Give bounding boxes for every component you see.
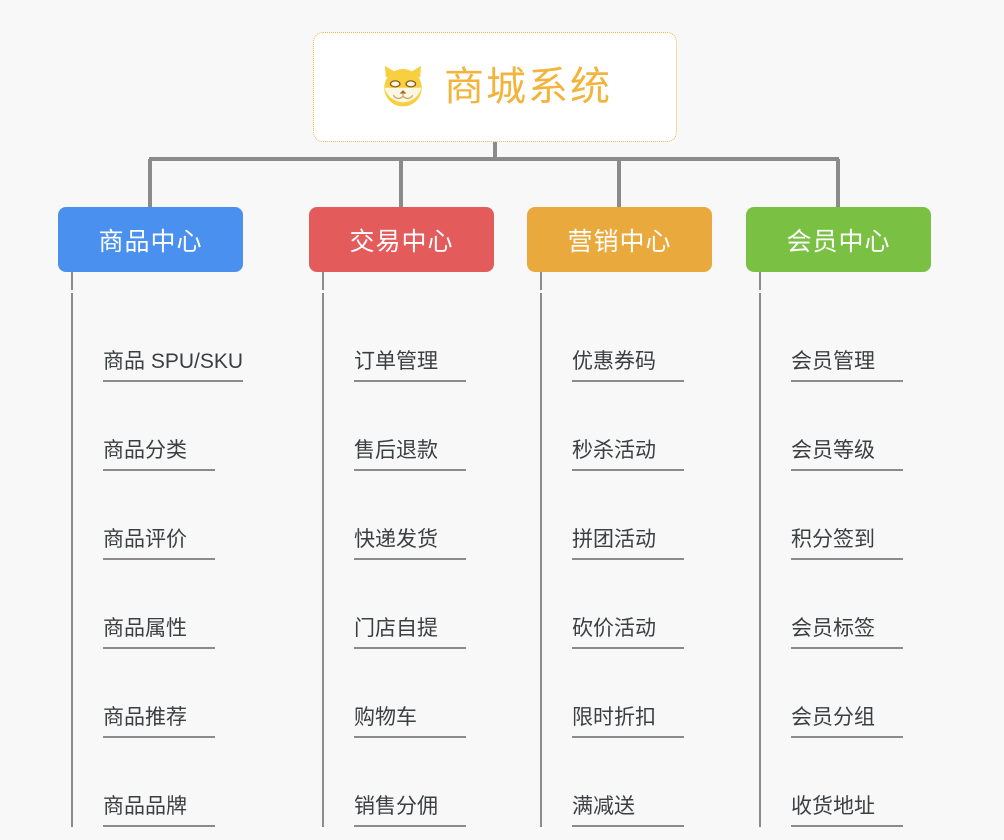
- leaf-item[interactable]: 门店自提: [324, 560, 494, 649]
- leaf-label: 限时折扣: [572, 706, 684, 738]
- leaf-item[interactable]: 订单管理: [324, 293, 494, 382]
- branch-header-product[interactable]: 商品中心: [58, 207, 243, 272]
- leaf-list-product: 商品 SPU/SKU 商品分类 商品评价 商品属性 商品推荐 商品品牌: [71, 293, 243, 827]
- leaf-label: 商品品牌: [103, 795, 215, 827]
- leaf-item[interactable]: 优惠券码: [542, 293, 712, 382]
- leaf-label: 收货地址: [791, 795, 903, 827]
- leaf-label: 满减送: [572, 795, 684, 827]
- leaf-label: 商品 SPU/SKU: [103, 350, 243, 382]
- leaf-label: 秒杀活动: [572, 439, 684, 471]
- leaf-label: 会员分组: [791, 706, 903, 738]
- branch-column-member: 会员中心 会员管理 会员等级 积分签到 会员标签 会员分组 收货地址: [746, 207, 931, 827]
- leaf-item[interactable]: 拼团活动: [542, 471, 712, 560]
- leaf-label: 拼团活动: [572, 528, 684, 560]
- leaf-label: 砍价活动: [572, 617, 684, 649]
- leaf-item[interactable]: 售后退款: [324, 382, 494, 471]
- leaf-item[interactable]: 会员等级: [761, 382, 931, 471]
- leaf-item[interactable]: 满减送: [542, 738, 712, 827]
- leaf-label: 销售分佣: [354, 795, 466, 827]
- leaf-item[interactable]: 秒杀活动: [542, 382, 712, 471]
- leaf-item[interactable]: 会员管理: [761, 293, 931, 382]
- leaf-label: 订单管理: [354, 350, 466, 382]
- root-title: 商城系统: [444, 65, 612, 109]
- leaf-label: 积分签到: [791, 528, 903, 560]
- leaf-item[interactable]: 商品品牌: [73, 738, 243, 827]
- leaf-label: 会员管理: [791, 350, 903, 382]
- branch-header-trade[interactable]: 交易中心: [309, 207, 494, 272]
- leaf-item[interactable]: 商品 SPU/SKU: [73, 293, 243, 382]
- leaf-list-marketing: 优惠券码 秒杀活动 拼团活动 砍价活动 限时折扣 满减送: [540, 293, 712, 827]
- leaf-item[interactable]: 商品评价: [73, 471, 243, 560]
- leaf-label: 购物车: [354, 706, 466, 738]
- branch-header-marketing[interactable]: 营销中心: [527, 207, 712, 272]
- branch-title: 交易中心: [349, 227, 454, 256]
- leaf-label: 快递发货: [354, 528, 466, 560]
- leaf-label: 会员标签: [791, 617, 903, 649]
- leaf-item[interactable]: 销售分佣: [324, 738, 494, 827]
- branch-title: 营销中心: [567, 227, 672, 256]
- leaf-item[interactable]: 商品推荐: [73, 649, 243, 738]
- shiba-dog-icon: [384, 65, 422, 107]
- leaf-label: 门店自提: [354, 617, 466, 649]
- leaf-item[interactable]: 购物车: [324, 649, 494, 738]
- leaf-label: 优惠券码: [572, 350, 684, 382]
- root-node[interactable]: 商城系统: [313, 32, 677, 142]
- leaf-item[interactable]: 会员分组: [761, 649, 931, 738]
- leaf-item[interactable]: 会员标签: [761, 560, 931, 649]
- leaf-label: 售后退款: [354, 439, 466, 471]
- branch-title: 商品中心: [98, 227, 203, 256]
- branch-title: 会员中心: [786, 227, 891, 256]
- leaf-item[interactable]: 快递发货: [324, 471, 494, 560]
- leaf-list-member: 会员管理 会员等级 积分签到 会员标签 会员分组 收货地址: [759, 293, 931, 827]
- leaf-label: 商品评价: [103, 528, 215, 560]
- leaf-label: 商品属性: [103, 617, 215, 649]
- leaf-item[interactable]: 商品属性: [73, 560, 243, 649]
- leaf-item[interactable]: 收货地址: [761, 738, 931, 827]
- branch-column-trade: 交易中心 订单管理 售后退款 快递发货 门店自提 购物车 销售分佣: [309, 207, 494, 827]
- leaf-label: 会员等级: [791, 439, 903, 471]
- leaf-item[interactable]: 商品分类: [73, 382, 243, 471]
- branch-column-marketing: 营销中心 优惠券码 秒杀活动 拼团活动 砍价活动 限时折扣 满减送: [527, 207, 712, 827]
- branch-column-product: 商品中心 商品 SPU/SKU 商品分类 商品评价 商品属性 商品推荐 商品品牌: [58, 207, 243, 827]
- leaf-item[interactable]: 限时折扣: [542, 649, 712, 738]
- leaf-item[interactable]: 砍价活动: [542, 560, 712, 649]
- leaf-item[interactable]: 积分签到: [761, 471, 931, 560]
- branch-header-member[interactable]: 会员中心: [746, 207, 931, 272]
- leaf-label: 商品推荐: [103, 706, 215, 738]
- leaf-list-trade: 订单管理 售后退款 快递发货 门店自提 购物车 销售分佣: [322, 293, 494, 827]
- leaf-label: 商品分类: [103, 439, 215, 471]
